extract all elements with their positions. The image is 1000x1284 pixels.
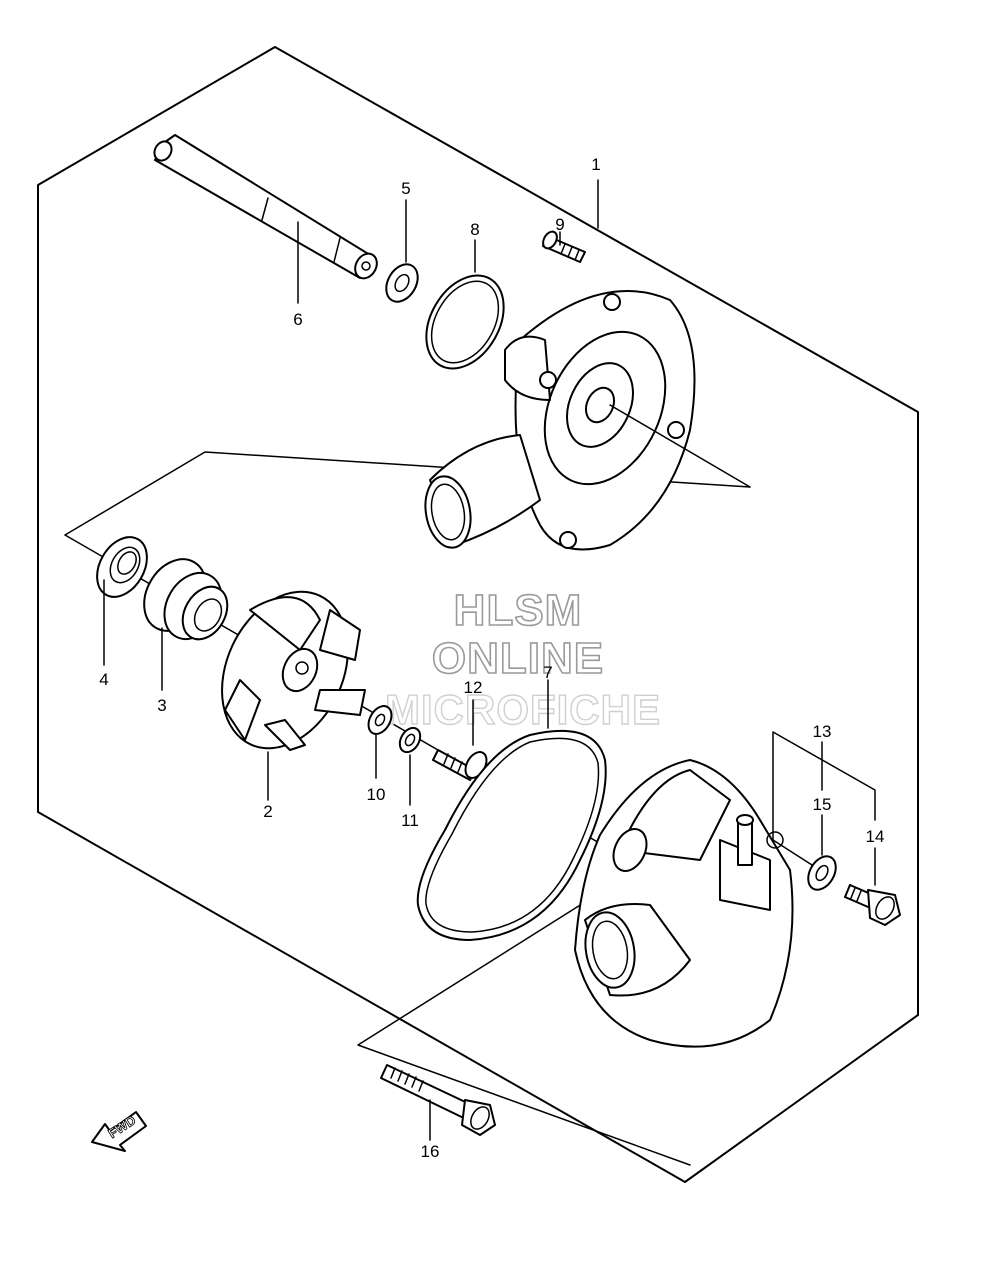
callout-4: 4 bbox=[99, 670, 108, 689]
svg-text:ONLINE: ONLINE bbox=[432, 634, 604, 683]
svg-text:MICROFICHE: MICROFICHE bbox=[385, 686, 661, 733]
callout-2: 2 bbox=[263, 802, 272, 821]
gasket-7 bbox=[416, 729, 607, 941]
bolt-16 bbox=[380, 1064, 496, 1136]
callout-3: 3 bbox=[157, 696, 166, 715]
bolt-bracket bbox=[357, 879, 691, 1166]
washer-10 bbox=[367, 705, 393, 735]
callout-10: 10 bbox=[367, 785, 386, 804]
forward-arrow-icon: FWD bbox=[91, 1111, 147, 1152]
callout-9: 9 bbox=[555, 215, 564, 234]
washer-11 bbox=[398, 726, 422, 754]
callout-14: 14 bbox=[866, 827, 885, 846]
bolt-9 bbox=[542, 230, 586, 263]
assembly-frame bbox=[37, 46, 919, 1183]
callout-15: 15 bbox=[813, 795, 832, 814]
mechanical-seal-3 bbox=[143, 558, 229, 641]
svg-text:HLSM: HLSM bbox=[454, 586, 583, 635]
washer-5 bbox=[385, 263, 419, 303]
callout-8: 8 bbox=[470, 220, 479, 239]
callout-11: 11 bbox=[401, 811, 419, 830]
callout-16: 16 bbox=[421, 1142, 440, 1161]
watermark: HLSM ONLINE MICROFICHE bbox=[384, 585, 661, 734]
callout-12: 12 bbox=[464, 678, 483, 697]
callout-13: 13 bbox=[813, 722, 832, 741]
bracket-13-14 bbox=[772, 731, 876, 841]
pump-case bbox=[574, 759, 794, 1048]
pump-cover bbox=[424, 290, 751, 551]
impeller-2 bbox=[221, 590, 366, 751]
callout-6: 6 bbox=[293, 310, 302, 329]
callout-5: 5 bbox=[401, 179, 410, 198]
oil-seal-4 bbox=[96, 536, 148, 598]
o-ring-8 bbox=[425, 274, 505, 370]
callout-1: 1 bbox=[591, 155, 600, 174]
pump-shaft bbox=[153, 134, 378, 280]
bolt-14 bbox=[844, 884, 901, 926]
callout-7: 7 bbox=[543, 663, 552, 682]
washer-15 bbox=[807, 855, 837, 891]
